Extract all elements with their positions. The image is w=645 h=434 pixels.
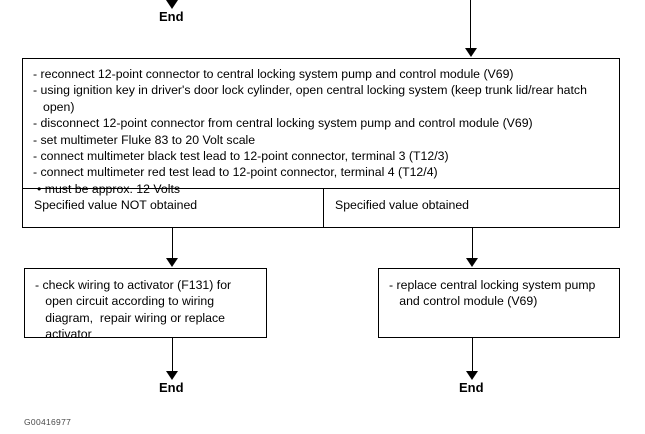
step-item: - using ignition key in driver's door lo… (33, 83, 587, 114)
result-cell-obtained: Specified value obtained (335, 198, 469, 212)
main-box-inbound-arrowhead (465, 48, 477, 57)
step-list: - reconnect 12-point connector to centra… (23, 59, 619, 203)
right-action-text: - replace central locking system pump an… (379, 269, 619, 316)
top-end-label: End (159, 9, 184, 24)
action-line: and control module (V69) (389, 294, 538, 309)
action-line: activator (35, 327, 92, 342)
action-line: - check wiring to activator (F131) for (35, 278, 232, 292)
step-item: - connect multimeter black test lead to … (33, 149, 449, 164)
step-item: - reconnect 12-point connector to centra… (33, 67, 514, 81)
footer-code: G00416977 (24, 417, 72, 427)
right-end-arrowhead (466, 371, 478, 380)
step-item: - connect multimeter red test lead to 12… (33, 165, 438, 180)
right-action-box: - replace central locking system pump an… (378, 268, 620, 338)
left-end-arrowhead (166, 371, 178, 380)
top-connector-line (470, 0, 471, 50)
left-end-label: End (159, 380, 184, 395)
step-item: - set multimeter Fluke 83 to 20 Volt sca… (33, 132, 256, 147)
left-branch-arrowhead (166, 258, 178, 267)
action-line: diagram, repair wiring or replace (35, 310, 225, 325)
action-line: - replace central locking system pump (389, 278, 596, 292)
left-action-box: - check wiring to activator (F131) for o… (24, 268, 267, 341)
step-item: - disconnect 12-point connector from cen… (33, 116, 533, 131)
right-end-label: End (459, 380, 484, 395)
left-end-line (172, 338, 173, 374)
main-step-box: - reconnect 12-point connector to centra… (22, 58, 620, 228)
left-branch-line (172, 228, 173, 260)
result-row: Specified value NOT obtained Specified v… (23, 188, 619, 227)
action-line: open circuit according to wiring (35, 294, 215, 309)
top-end-arrowhead (166, 0, 178, 9)
right-branch-arrowhead (466, 258, 478, 267)
left-action-text: - check wiring to activator (F131) for o… (25, 269, 266, 349)
right-end-line (472, 338, 473, 374)
right-branch-line (472, 228, 473, 260)
result-cell-not-obtained: Specified value NOT obtained (23, 189, 324, 227)
